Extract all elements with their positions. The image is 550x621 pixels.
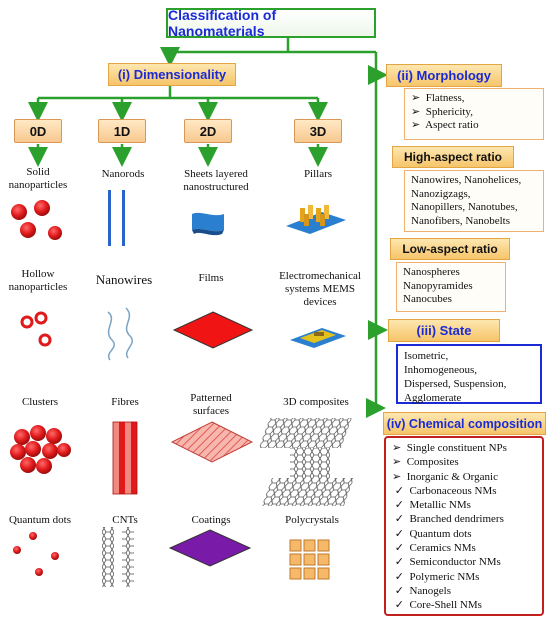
label-hollow-nanoparticles: Hollow nanoparticles xyxy=(8,268,68,293)
low-aspect-header: Low-aspect ratio xyxy=(390,238,510,260)
chemical-subitem: ✓ Polymeric NMs xyxy=(392,570,480,583)
hollow-nanoparticles-illustration xyxy=(20,311,52,347)
label-nanowires: Nanowires xyxy=(95,272,153,287)
tab-2d: 2D xyxy=(184,119,232,143)
label-mems: Electromechanical systems MEMS devices xyxy=(279,270,361,308)
label-solid-nanoparticles: Solid nanoparticles xyxy=(8,166,68,191)
morphology-item: ➢ Flatness, xyxy=(411,92,465,104)
chemical-subitem: ✓ Semiconductor NMs xyxy=(392,556,501,569)
patterned-surfaces-illustration xyxy=(170,421,254,463)
polycrystals-illustration xyxy=(289,539,330,580)
tab-0d: 0D xyxy=(14,119,62,143)
morphology-header: (ii) Morphology xyxy=(386,64,502,87)
chemical-subitem: ✓ Quantum dots xyxy=(392,527,472,540)
label-coatings: Coatings xyxy=(191,514,231,526)
morphology-list: ➢ Flatness, ➢ Sphericity, ➢ Aspect ratio xyxy=(404,88,544,140)
chemical-subitem: ✓ Branched dendrimers xyxy=(392,513,504,526)
chemical-subitem: ✓ Carbonaceous NMs xyxy=(392,484,497,497)
nanorods-illustration xyxy=(108,190,125,246)
cnts-illustration xyxy=(102,527,134,587)
nanowires-illustration xyxy=(107,307,133,361)
mems-device-illustration xyxy=(290,328,346,348)
chemical-subitem: ✓ Core-Shell NMs xyxy=(392,599,482,612)
label-patterned-surfaces: Patterned surfaces xyxy=(190,392,232,417)
dimensionality-header: (i) Dimensionality xyxy=(108,63,236,86)
coatings-illustration xyxy=(168,529,252,567)
label-3d-composites: 3D composites xyxy=(283,396,349,408)
state-header: (iii) State xyxy=(388,319,500,342)
films-illustration xyxy=(172,311,254,349)
3d-composites-illustration xyxy=(258,418,355,506)
label-fibres: Fibres xyxy=(111,396,139,408)
label-films: Films xyxy=(198,272,224,284)
chemical-subitem: ✓ Nanogels xyxy=(392,584,452,597)
diagram-title: Classification of Nanomaterials xyxy=(166,7,376,39)
label-cnts: CNTs xyxy=(112,514,138,526)
quantum-dots-illustration xyxy=(13,532,59,576)
morphology-item: ➢ Sphericity, xyxy=(411,105,473,118)
high-aspect-header: High-aspect ratio xyxy=(392,146,514,168)
label-sheets-layered: Sheets layered nanostructured xyxy=(183,168,249,193)
solid-nanoparticles-illustration xyxy=(11,200,62,240)
clusters-illustration xyxy=(10,425,71,474)
chemical-item: ➢ Composites xyxy=(392,456,459,469)
chemical-subitem: ✓ Metallic NMs xyxy=(392,499,471,512)
pillars-illustration xyxy=(286,205,346,234)
label-nanorods: Nanorods xyxy=(101,168,145,180)
label-pillars: Pillars xyxy=(303,168,333,180)
chemical-item: ➢ Inorganic & Organic xyxy=(392,470,498,483)
high-aspect-list: Nanowires, Nanohelices, Nanozigzags, Nan… xyxy=(404,170,544,232)
chemical-item: ➢ Single constituent NPs xyxy=(392,442,507,454)
chemical-header: (iv) Chemical composition xyxy=(383,412,546,435)
tab-3d: 3D xyxy=(294,119,342,143)
chemical-subitem: ✓ Ceramics NMs xyxy=(392,542,476,555)
tab-1d: 1D xyxy=(98,119,146,143)
connectors xyxy=(28,38,388,418)
low-aspect-list: Nanospheres Nanopyramides Nanocubes xyxy=(396,262,506,312)
fibres-illustration xyxy=(112,421,138,495)
label-polycrystals: Polycrystals xyxy=(285,514,339,526)
label-quantum-dots: Quantum dots xyxy=(8,514,72,526)
state-list: Isometric, Inhomogeneous, Dispersed, Sus… xyxy=(396,344,542,404)
morphology-item: ➢ Aspect ratio xyxy=(411,119,479,131)
label-clusters: Clusters xyxy=(21,396,59,408)
sheets-illustration xyxy=(192,212,224,236)
chemical-list: ➢ Single constituent NPs ➢ Composites ➢ … xyxy=(384,436,544,616)
